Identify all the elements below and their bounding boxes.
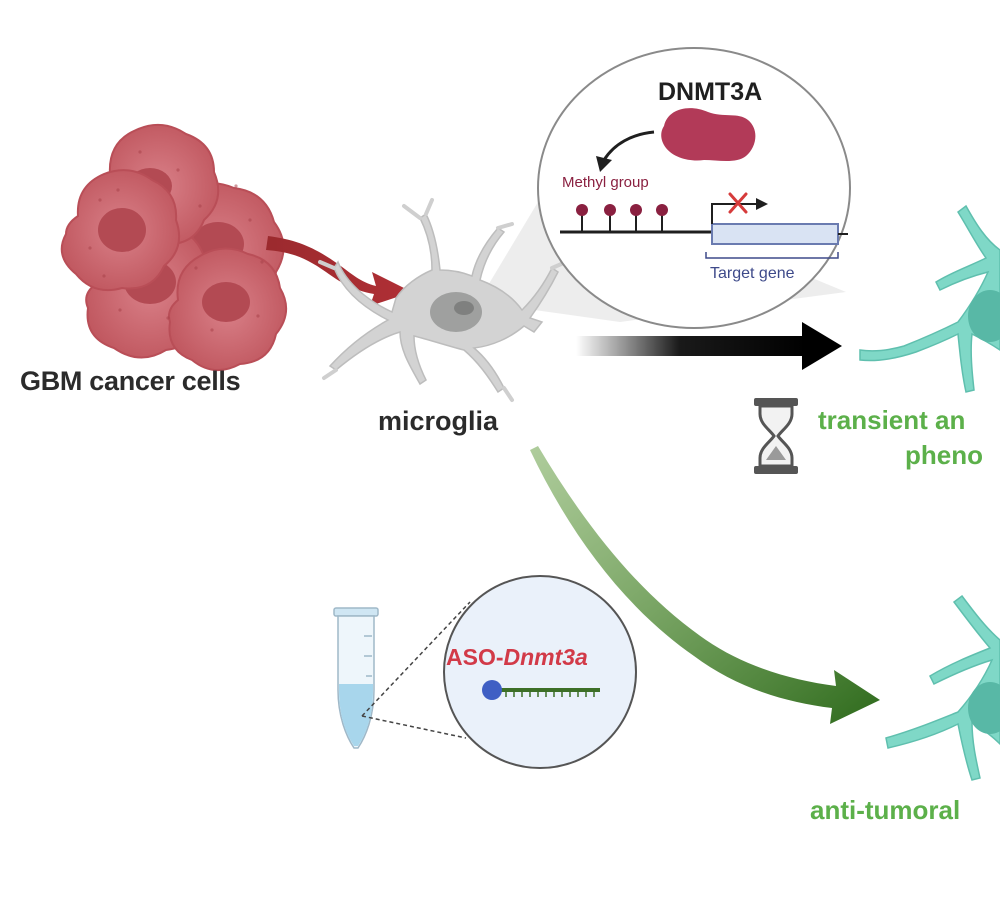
eppendorf-tube-icon [333, 607, 379, 749]
hourglass-icon [754, 398, 798, 474]
aso-dnmt3a-label: ASO-Dnmt3a [446, 644, 588, 671]
curved-arrow [602, 130, 655, 161]
aso-zoom-circle [443, 575, 637, 769]
target-gene-label: Target gene [710, 265, 795, 282]
target-gene-bracket [705, 252, 839, 259]
green-arrow [530, 446, 880, 724]
microglia-label: microglia [378, 406, 499, 436]
antisense-oligo-icon [482, 680, 600, 700]
aso-gene-name: Dnmt3a [503, 644, 588, 670]
callout-dashed-lines [361, 601, 471, 739]
dnmt3a-protein-icon [661, 108, 756, 161]
target-gene-box [711, 223, 839, 245]
dnmt3a-label: DNMT3A [658, 78, 763, 106]
cancer-cell [168, 247, 287, 371]
black-arrow [576, 322, 842, 370]
microglia-cell-icon [318, 198, 568, 402]
transcription-start-arrow [711, 203, 758, 224]
transient-phenotype-label-line2: pheno [905, 440, 983, 470]
x-mark-icon [728, 192, 748, 214]
cell-surface-dots [88, 150, 264, 332]
gbm-cancer-cells-label: GBM cancer cells [20, 366, 241, 396]
microglia-antitumoral-cell-icon [885, 594, 1000, 781]
methyl-group-pins [576, 204, 668, 232]
methylation-zoom-circle [537, 47, 851, 329]
methyl-group-label: Methyl group [562, 174, 649, 191]
anti-tumoral-label: anti-tumoral [810, 795, 961, 825]
aso-prefix: ASO- [446, 644, 504, 670]
cancer-cell-cluster-icon [60, 123, 287, 371]
cancer-cell [60, 169, 180, 292]
transient-phenotype-label-line1: transient an [818, 405, 966, 435]
microglia-transient-cell-icon [859, 204, 1000, 393]
